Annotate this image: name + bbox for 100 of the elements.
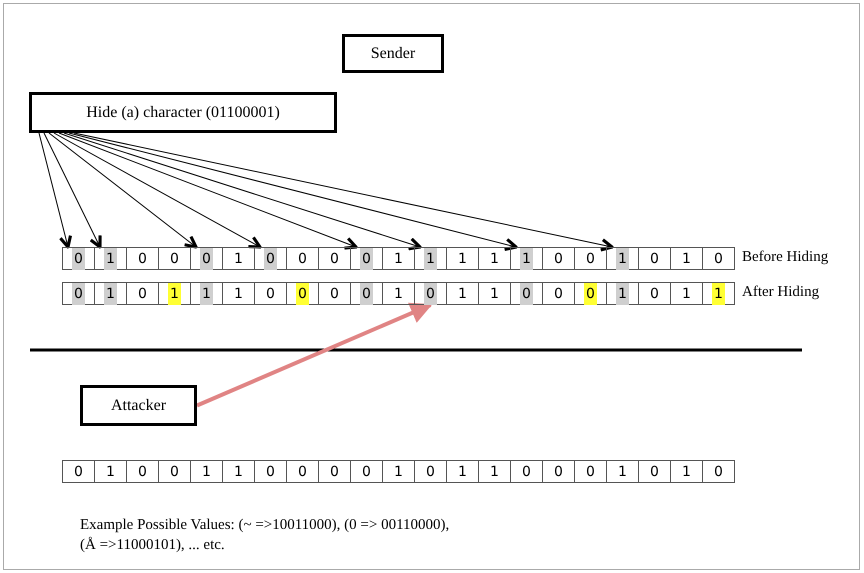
bit-cell: [286, 282, 319, 305]
bit-value: 0: [264, 248, 277, 270]
bit-value: 1: [681, 250, 692, 268]
bit-value: 0: [360, 282, 373, 304]
bit-value: 1: [681, 284, 692, 304]
bit-cell: 0: [350, 460, 383, 483]
bit-cell: 0: [510, 460, 543, 483]
bit-cell: [542, 282, 575, 305]
bit-cell: 1: [478, 460, 511, 483]
bit-value: 1: [200, 282, 213, 304]
bit-cell: [254, 247, 287, 270]
bit-value: 0: [329, 284, 340, 304]
bit-cell: [478, 247, 511, 270]
bit-value: 1: [104, 248, 117, 270]
bit-cell: [222, 247, 255, 270]
bit-cell: 0: [126, 460, 159, 483]
bit-cell: [126, 247, 159, 270]
bit-value: 0: [584, 282, 597, 304]
bit-cell: 0: [542, 460, 575, 483]
note-text: Example Possible Values: (~ =>10011000), (0 => 00110000), (Å =>11000101), ... etc.: [80, 516, 450, 555]
arrow: [74, 132, 614, 252]
bit-cell: [446, 247, 479, 270]
bit-cell: [158, 282, 191, 305]
bit-cell: [670, 282, 703, 305]
bit-cell: 0: [638, 460, 671, 483]
arrow: [44, 132, 102, 249]
bit-value: 0: [553, 284, 564, 304]
bit-cell: 1: [190, 460, 223, 483]
bit-cell: 0: [702, 460, 735, 483]
bit-cell: [254, 282, 287, 305]
bit-cell: 1: [606, 460, 639, 483]
bit-cell: 1: [94, 460, 127, 483]
bit-value: 0: [329, 250, 340, 268]
bit-value: 0: [169, 250, 180, 268]
bit-value: 1: [104, 282, 117, 304]
bit-cell: [62, 247, 95, 270]
bit-cell: [574, 282, 607, 305]
bit-cell: 1: [670, 460, 703, 483]
bit-cell: [382, 247, 415, 270]
bit-value: 0: [296, 282, 309, 304]
bit-cell: [158, 247, 191, 270]
bit-cell: 0: [62, 460, 95, 483]
bit-cell: [318, 282, 351, 305]
bit-value: 1: [168, 282, 181, 304]
bit-value: 0: [200, 248, 213, 270]
bit-cell: [702, 247, 735, 270]
bit-cell: [606, 282, 639, 305]
bit-cell: 0: [254, 460, 287, 483]
bit-cell: 1: [382, 460, 415, 483]
bit-cell: [190, 282, 223, 305]
row-label: After Hiding: [742, 284, 820, 301]
bit-value: 1: [616, 248, 629, 270]
process-box: [29, 92, 337, 133]
bit-cell: [222, 282, 255, 305]
bit-cell: [62, 282, 95, 305]
arrow: [64, 132, 422, 250]
bit-cell: [478, 282, 511, 305]
bit-value: 0: [520, 282, 533, 304]
bit-cell: [702, 282, 735, 305]
bit-value: 1: [393, 284, 404, 304]
bit-value: 0: [137, 250, 148, 268]
bit-cell: [382, 282, 415, 305]
bit-value: 0: [72, 282, 85, 304]
bit-value: 1: [233, 250, 244, 268]
bit-cell: [94, 247, 127, 270]
bit-cell: [638, 247, 671, 270]
arrow: [48, 132, 198, 249]
arrow: [54, 132, 262, 249]
bit-value: 0: [360, 248, 373, 270]
box-label: Attacker: [110, 396, 166, 414]
bit-value: 1: [393, 250, 404, 268]
bit-value: 0: [649, 250, 660, 268]
bit-cell: [126, 282, 159, 305]
bit-cell: [414, 282, 447, 305]
bit-cell: [510, 247, 543, 270]
bit-value: 0: [297, 250, 308, 268]
bit-cell: [638, 282, 671, 305]
bit-cell: 0: [574, 460, 607, 483]
arrow: [68, 132, 518, 252]
bit-cell: [510, 282, 543, 305]
bit-value: 0: [265, 284, 276, 304]
sender-box: [342, 34, 444, 73]
box-label: Hide (a) character (01100001): [86, 104, 280, 122]
bit-cell: [574, 247, 607, 270]
bit-cell: [542, 247, 575, 270]
bit-cell: 0: [286, 460, 319, 483]
bit-cell: 0: [158, 460, 191, 483]
bit-value: 1: [520, 248, 533, 270]
bit-value: 0: [137, 284, 148, 304]
bit-value: 0: [585, 250, 596, 268]
bit-cell: [670, 247, 703, 270]
bit-cell: [190, 247, 223, 270]
row-label: Before Hiding: [742, 249, 828, 266]
bit-value: 0: [553, 250, 564, 268]
bit-cell: [286, 247, 319, 270]
bit-value: 1: [233, 284, 244, 304]
bit-cell: 0: [414, 460, 447, 483]
arrow: [38, 132, 72, 249]
bit-cell: [606, 247, 639, 270]
bit-cell: 0: [318, 460, 351, 483]
